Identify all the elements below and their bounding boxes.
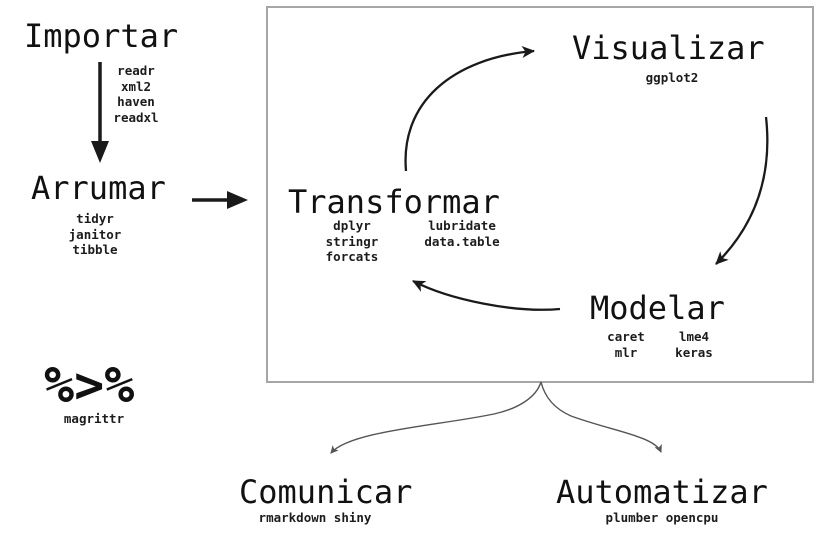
comunicar-label: Comunicar (239, 473, 413, 511)
arrumar-packages: tidyr janitor tibble (55, 211, 135, 258)
visualizar-to-modelar-arrow (715, 116, 769, 265)
package-name: readr (117, 63, 155, 78)
modelar-packages-left: caret mlr (590, 329, 662, 360)
package-name: dplyr (333, 218, 371, 233)
arrumar-label: Arrumar (31, 169, 166, 207)
package-name: keras (675, 344, 713, 360)
modelar-label: Modelar (590, 289, 725, 327)
package-name: lme4 (678, 329, 710, 344)
pipe-package: magrittr (63, 411, 125, 426)
package-name: forcats (325, 249, 379, 264)
automatizar-label: Automatizar (556, 473, 768, 511)
package-name: readxl (113, 109, 159, 125)
package-name: caret (607, 329, 645, 344)
transformar-packages-left: dplyr stringr forcats (310, 218, 394, 265)
package-name: tidyr (76, 211, 114, 226)
package-name: xml2 (120, 78, 152, 94)
importar-packages: readr xml2 haven readxl (100, 63, 172, 125)
arrumar-to-cycle-arrow (192, 191, 248, 209)
package-name: janitor (68, 226, 122, 242)
cycle-to-comunicar-arrow (330, 381, 542, 454)
cycle-to-automatizar-arrow (540, 381, 662, 453)
importar-label: Importar (24, 17, 179, 55)
comunicar-packages: rmarkdown shiny (258, 510, 372, 525)
package-name: stringr (325, 233, 379, 249)
package-name: tibble (72, 242, 118, 257)
visualizar-label: Visualizar (572, 29, 765, 67)
importar-to-arrumar-arrow (91, 62, 109, 163)
pipe-operator-label: %>% (44, 356, 135, 414)
modelar-to-transformar-arrow (412, 279, 561, 311)
visualizar-package: ggplot2 (645, 70, 699, 85)
package-name: haven (117, 94, 155, 109)
package-name: data.table (424, 233, 500, 249)
package-name: mlr (614, 344, 638, 360)
cycle-box (266, 6, 814, 383)
transformar-packages-right: lubridate data.table (409, 218, 515, 249)
package-name: lubridate (428, 218, 496, 233)
transformar-label: Transformar (288, 183, 500, 221)
automatizar-packages: plumber opencpu (605, 510, 719, 525)
modelar-packages-right: lme4 keras (658, 329, 730, 360)
transformar-to-visualizar-arrow (404, 46, 535, 172)
